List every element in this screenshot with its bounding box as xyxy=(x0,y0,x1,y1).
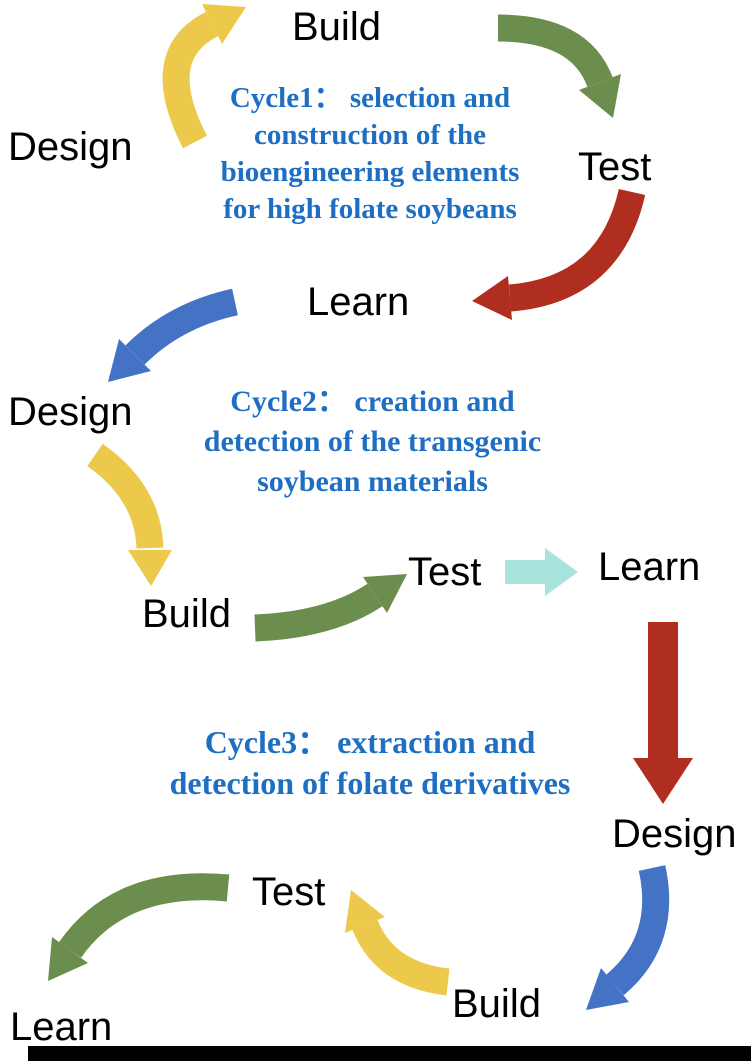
cycle2-arrow-learn-to-design xyxy=(108,288,239,382)
cycle2-arrow-test-to-learn xyxy=(505,548,578,596)
cycle2-arrow-design-to-build xyxy=(87,443,172,586)
cycle2-test-label: Test xyxy=(408,550,482,594)
cycle3-design-label: Design xyxy=(612,812,737,856)
cycle2-title: Cycle2： creation and detection of the tr… xyxy=(203,385,542,498)
cycle1-title: Cycle1： selection and construction of th… xyxy=(220,82,520,225)
cycle3-arrow-learn-to-design xyxy=(633,622,693,804)
cycle2-learn-label: Learn xyxy=(598,545,701,589)
cycle1-design-label: Design xyxy=(8,125,133,169)
cycle3-arrow-design-to-build xyxy=(586,865,670,1010)
cycle1-arrow-test-to-learn xyxy=(472,188,646,320)
cycle3-test-label: Test xyxy=(252,870,326,914)
bottom-bar xyxy=(28,1046,751,1061)
cycle3-arrow-test-to-learn xyxy=(48,873,230,981)
cycle3-arrow-build-to-test xyxy=(345,890,450,996)
cycle1-arrow-build-to-test xyxy=(497,14,621,118)
cycle2-design-label: Design xyxy=(8,390,133,434)
cycle3-learn-label: Learn xyxy=(10,1005,113,1049)
cycle1-build-label: Build xyxy=(292,5,381,49)
cycle1-arrow-design-to-build xyxy=(162,4,246,149)
cycle2-build-label: Build xyxy=(142,592,231,636)
cycle2-arrow-build-to-test xyxy=(254,574,407,642)
cycle1-learn-label: Learn xyxy=(307,280,410,324)
cycle3-title: Cycle3： extraction and detection of fola… xyxy=(169,724,571,801)
cycle3-build-label: Build xyxy=(452,982,541,1026)
cycle1-test-label: Test xyxy=(578,145,652,189)
